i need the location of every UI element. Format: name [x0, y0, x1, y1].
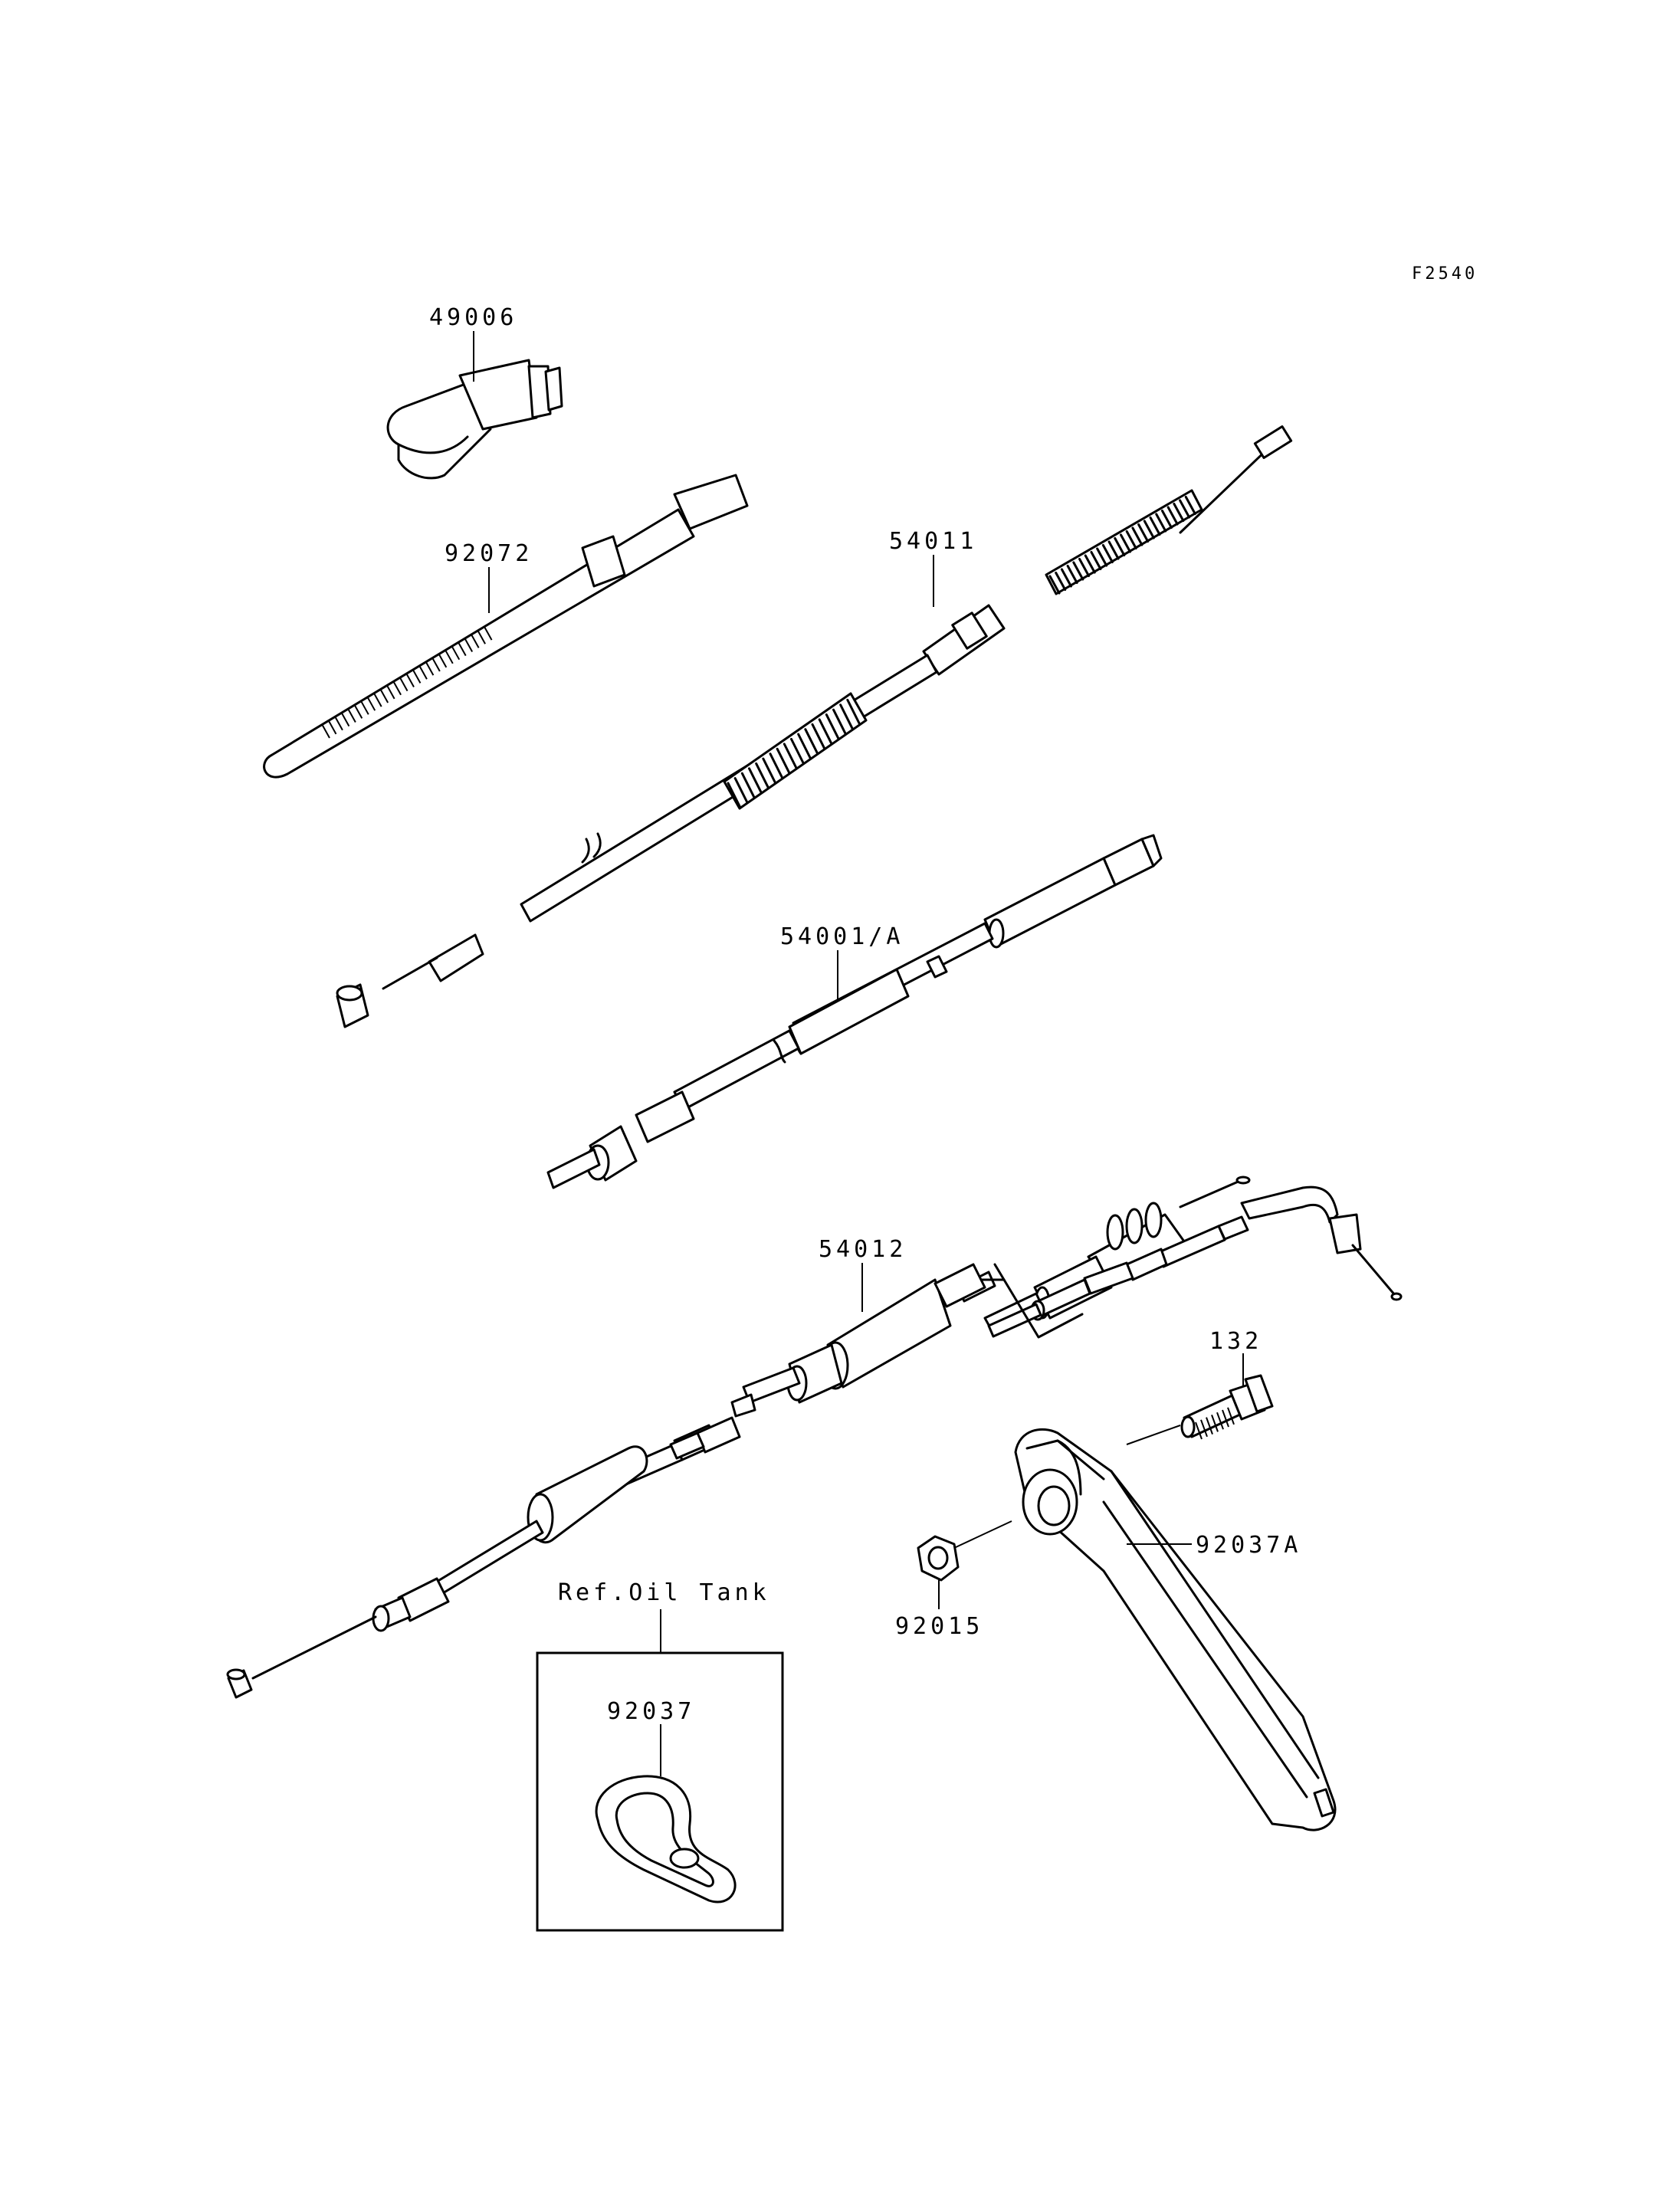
reference-box: Ref.Oil Tank — [536, 1579, 784, 1932]
callout-54011: 54011 — [889, 528, 977, 555]
throttle-cable-54012 — [226, 1176, 1403, 1699]
callout-92037: 92037 — [607, 1698, 695, 1725]
callout-92037A: 92037A — [1196, 1532, 1301, 1559]
callout-92015: 92015 — [895, 1613, 983, 1640]
nut-axis-line — [953, 1520, 1012, 1549]
nut-92015 — [917, 1535, 960, 1582]
bolt-axis-line — [1126, 1425, 1181, 1445]
callout-132: 132 — [1209, 1328, 1262, 1355]
callout-54001A: 54001/A — [780, 923, 904, 950]
figure-code: F2540 — [1412, 264, 1478, 284]
bolt-132 — [1180, 1374, 1274, 1440]
callout-49006: 49006 — [429, 304, 517, 331]
reference-box-title: Ref.Oil Tank — [558, 1579, 770, 1606]
callout-54012: 54012 — [819, 1236, 907, 1263]
clamp-92037 — [595, 1775, 737, 1904]
cable-clip-49006 — [386, 359, 563, 480]
cable-tie-92072 — [263, 474, 749, 779]
callout-92072: 92072 — [445, 540, 533, 567]
speedometer-cable-54001A — [546, 834, 1163, 1189]
clutch-cable-54011 — [336, 425, 1293, 1028]
bracket-92037A — [1014, 1428, 1337, 1831]
